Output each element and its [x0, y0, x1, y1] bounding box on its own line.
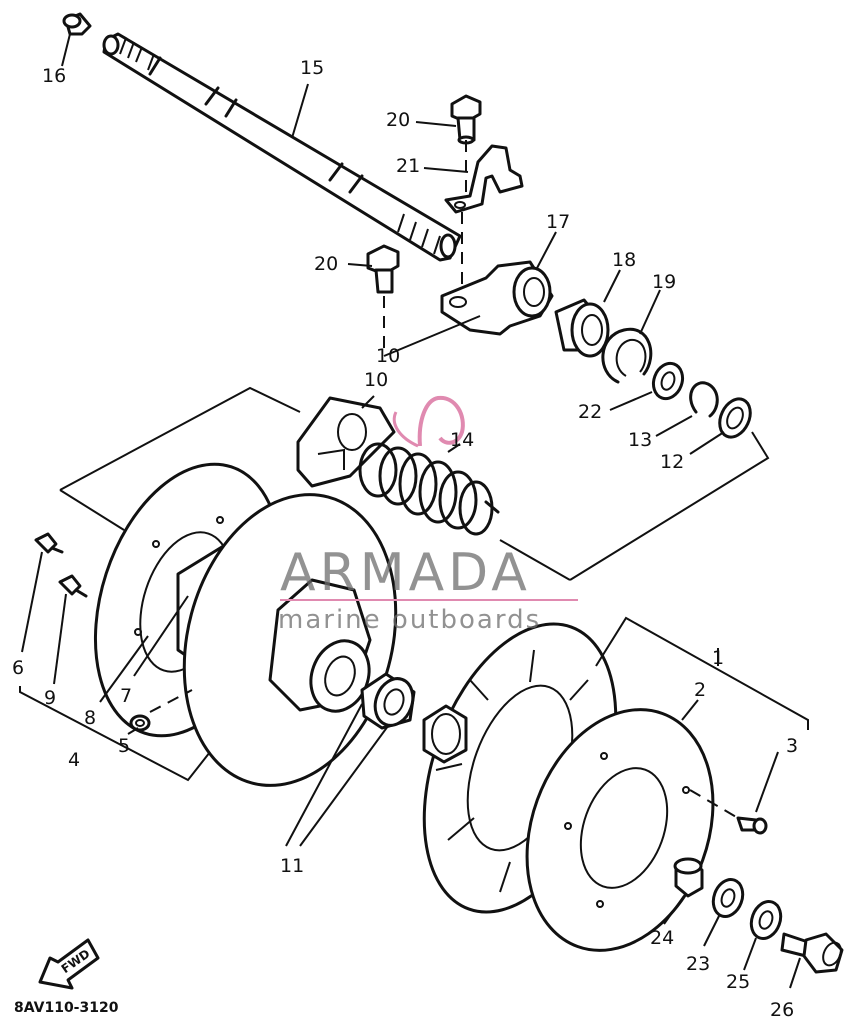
part-12-washer [718, 397, 752, 439]
part-20-bolt-upper [450, 94, 482, 145]
part-10-cam [296, 396, 396, 488]
part-25-washer [749, 900, 783, 940]
part-5-slider [129, 714, 151, 732]
callout-7: 7 [120, 685, 132, 707]
watermark-logo: ARMADA marine outboards [278, 395, 578, 635]
part-22-washer [651, 361, 685, 401]
callout-leaders [21, 33, 801, 989]
part-6-screw [34, 532, 64, 554]
part-21-bracket [444, 144, 524, 214]
callout-26: 26 [770, 999, 794, 1021]
callout-1: 1 [712, 647, 724, 669]
fwd-arrow: FWD [38, 938, 100, 990]
callout-12: 12 [660, 451, 684, 473]
callout-10-lower: 10 [364, 369, 388, 391]
part-17-bearing-housing [440, 260, 554, 336]
drawing-code: 8AV110-3120 [14, 1000, 119, 1016]
part-26-bolt [780, 932, 844, 974]
watermark-title: ARMADA [280, 543, 531, 603]
callout-20-upper: 20 [386, 109, 410, 131]
part-2-outer-plate [525, 708, 715, 952]
callout-18: 18 [612, 249, 636, 271]
callout-4: 4 [68, 749, 80, 771]
part-18-bearing [554, 298, 610, 358]
callout-21: 21 [396, 155, 420, 177]
callout-labels: 16 15 20 21 20 17 18 19 10 10 22 14 13 1… [12, 57, 798, 1021]
callout-22: 22 [578, 401, 602, 423]
callout-20-lower: 20 [314, 253, 338, 275]
assembly-lines [19, 140, 809, 819]
callout-15: 15 [300, 57, 324, 79]
watermark-subtitle: marine outboards [278, 605, 541, 635]
part-4-primary-sheave [182, 493, 398, 787]
callout-14: 14 [450, 429, 474, 451]
callout-19: 19 [652, 271, 676, 293]
callout-17: 17 [546, 211, 570, 233]
callout-23: 23 [686, 953, 710, 975]
callout-3: 3 [786, 735, 798, 757]
callout-25: 25 [726, 971, 750, 993]
callout-9: 9 [44, 687, 56, 709]
part-24-spacer [673, 857, 704, 898]
part-23-washer [711, 878, 745, 918]
part-9-screw [58, 574, 88, 598]
part-16-cap [62, 12, 92, 36]
callout-2: 2 [694, 679, 706, 701]
part-13-clip [689, 381, 719, 418]
callout-6: 6 [12, 657, 24, 679]
part-11-bushing [360, 672, 416, 730]
callout-16: 16 [42, 65, 66, 87]
part-3-screw [736, 816, 768, 835]
part-19-circlip [601, 327, 653, 384]
callout-10-upper: 10 [376, 345, 400, 367]
part-20-bolt-lower [366, 244, 400, 294]
part-14-spring [358, 442, 500, 536]
part-15-shaft [102, 32, 462, 262]
callout-11: 11 [280, 855, 304, 877]
callout-5: 5 [118, 735, 130, 757]
callout-13: 13 [628, 429, 652, 451]
callout-8: 8 [84, 707, 96, 729]
callout-24: 24 [650, 927, 674, 949]
